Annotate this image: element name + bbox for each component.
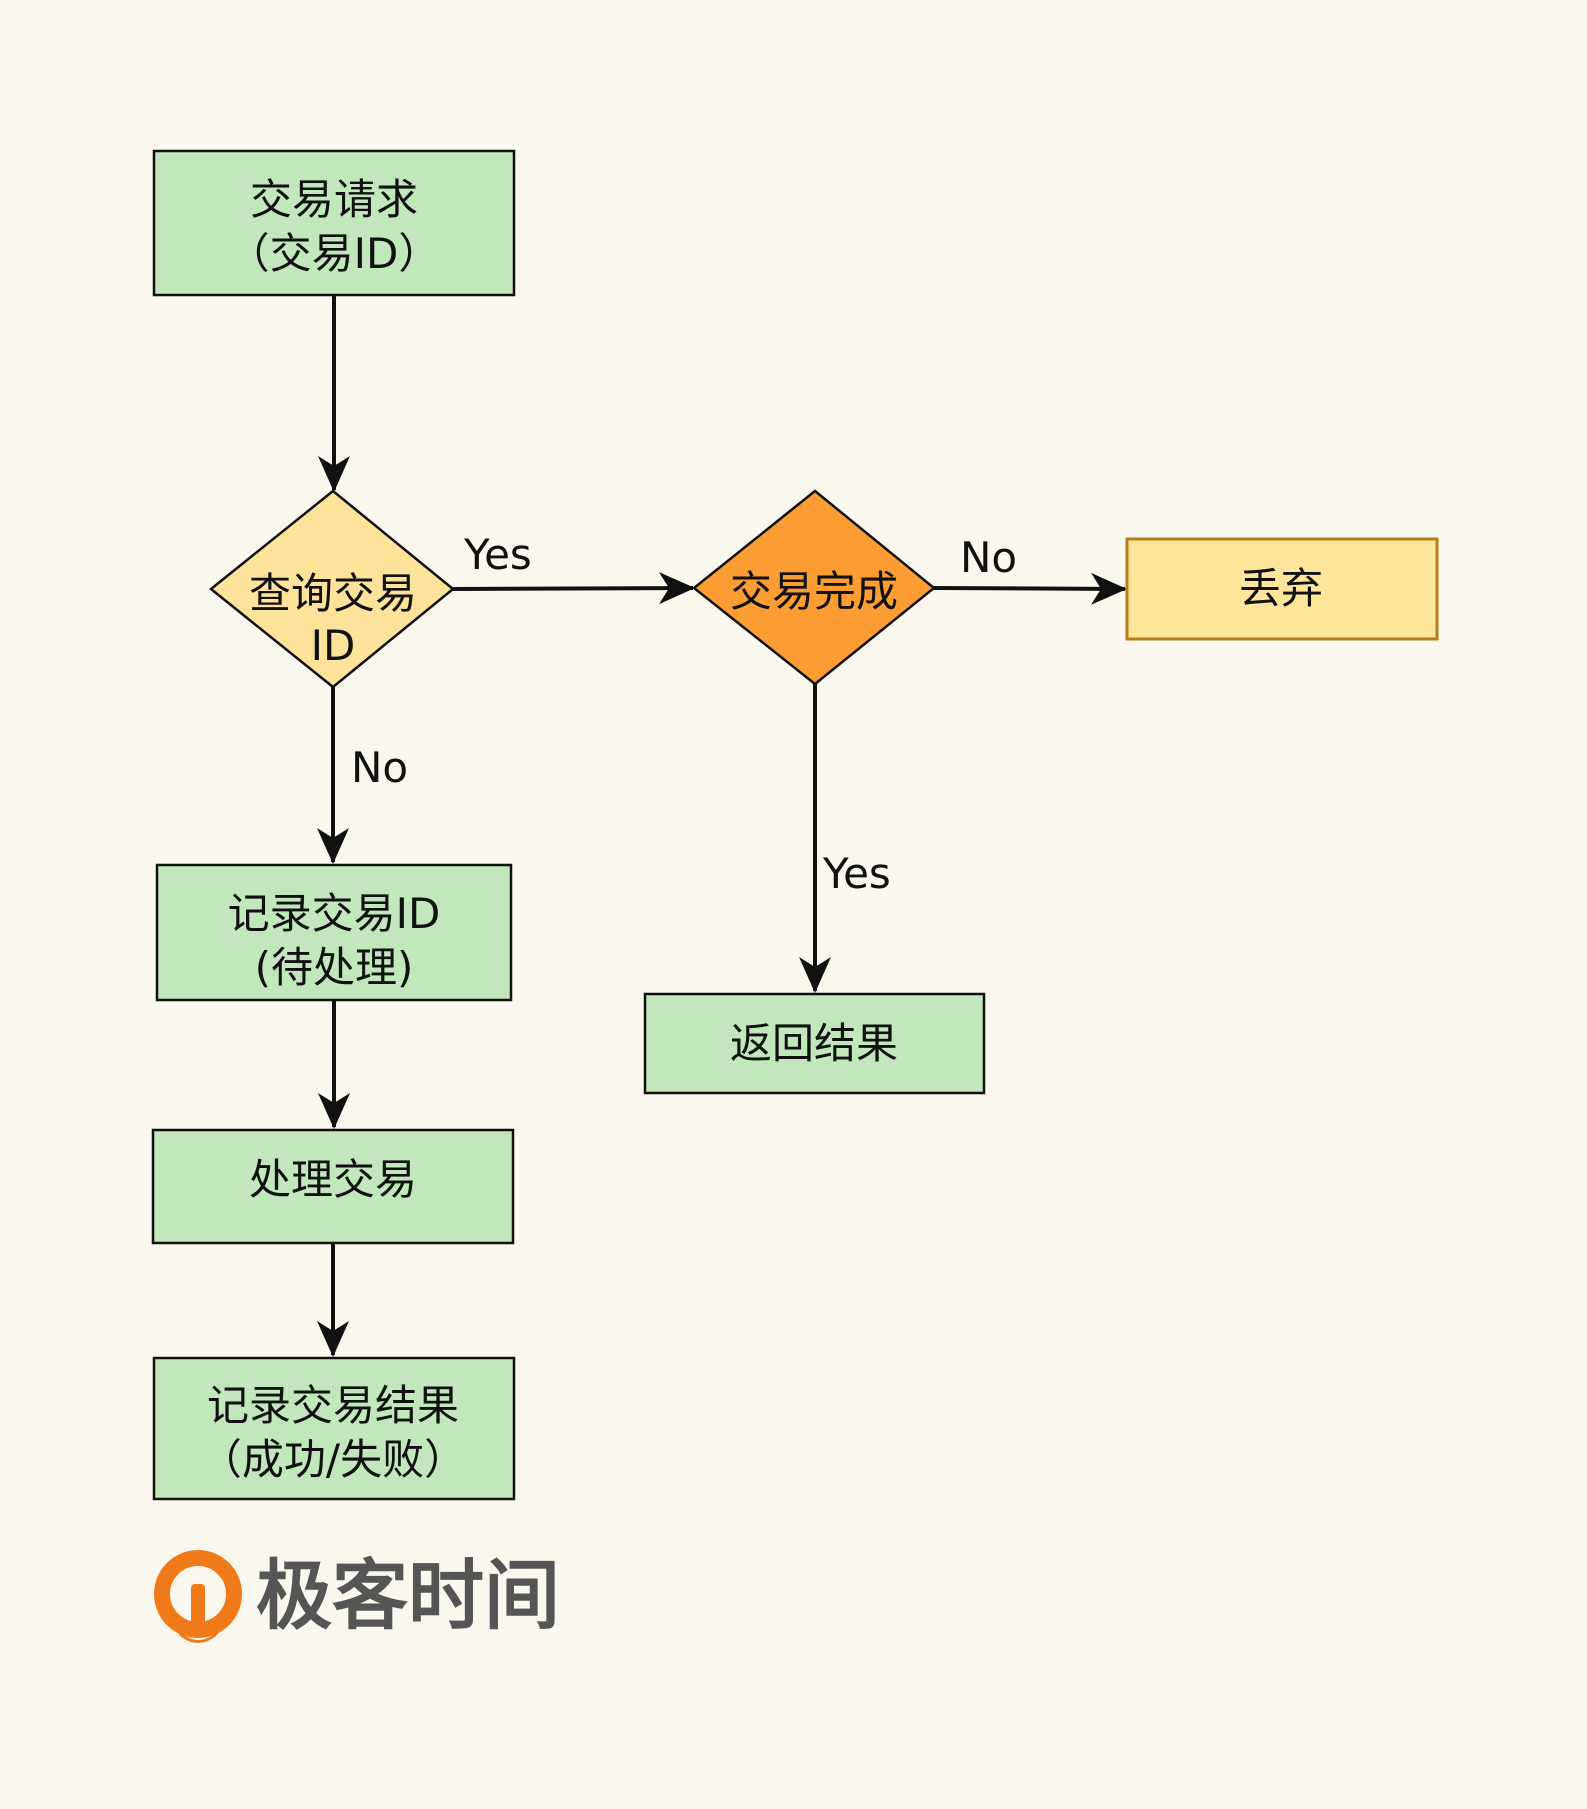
node-process-transaction: 处理交易 <box>151 1128 515 1245</box>
edge-complete-to-discard <box>933 572 1127 605</box>
edge-label-complete-yes: Yes <box>822 849 891 898</box>
edge-label-complete-no: No <box>960 533 1017 582</box>
node-transaction-request-line2: （交易ID） <box>228 229 441 278</box>
node-discard: 丢弃 <box>1125 537 1439 641</box>
node-process-transaction-label: 处理交易 <box>249 1155 417 1204</box>
node-transaction-request-line1: 交易请求 <box>250 175 418 224</box>
edge-label-query-yes: Yes <box>463 530 532 579</box>
node-discard-label: 丢弃 <box>1239 564 1323 613</box>
node-transaction-request: 交易请求 （交易ID） <box>152 149 516 297</box>
node-transaction-complete-label: 交易完成 <box>730 567 898 616</box>
geektime-logo-mark-icon <box>154 1550 242 1643</box>
node-query-transaction-id: 查询交易 ID <box>209 489 455 689</box>
node-record-result: 记录交易结果 （成功/失败） <box>152 1356 516 1501</box>
node-record-pending-line1: 记录交易ID <box>228 889 441 938</box>
node-record-result-line1: 记录交易结果 <box>207 1381 459 1430</box>
node-record-result-line2: （成功/失败） <box>200 1435 466 1484</box>
node-query-transaction-id-line2: ID <box>311 621 356 670</box>
node-transaction-complete: 交易完成 <box>691 489 936 686</box>
node-record-pending: 记录交易ID (待处理) <box>155 863 513 1002</box>
node-query-transaction-id-line1: 查询交易 <box>249 569 417 618</box>
edge-query-to-complete <box>452 572 695 605</box>
node-return-result: 返回结果 <box>643 992 986 1095</box>
connectors <box>317 295 1127 1357</box>
edge-label-query-no: No <box>351 743 408 792</box>
node-return-result-label: 返回结果 <box>730 1019 898 1068</box>
geektime-logo: 极客时间 <box>154 1550 560 1643</box>
geektime-logo-text: 极客时间 <box>256 1551 560 1640</box>
node-record-pending-line2: (待处理) <box>255 943 414 992</box>
